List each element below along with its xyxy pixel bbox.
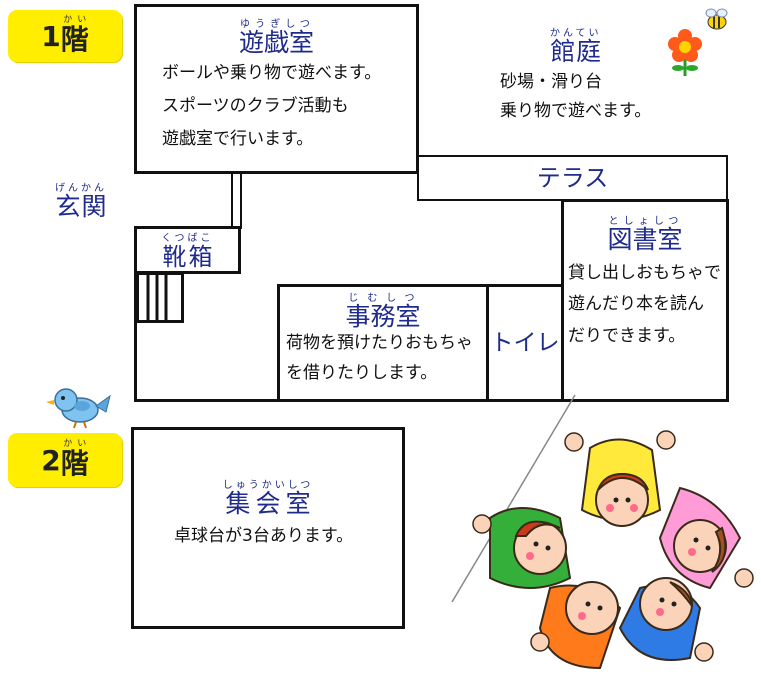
floor-2-ruby: かい: [60, 438, 89, 449]
passage-line-2: [240, 172, 242, 229]
desc-line: スポーツのクラブ活動も: [162, 96, 349, 117]
flower-bee-icon: [668, 8, 728, 76]
room-title: トイレ: [490, 329, 560, 356]
desc-line: 遊んだり本を読ん: [568, 294, 704, 315]
room-title: 遊戯室: [238, 28, 314, 57]
room-description: 荷物を預けたりおもちゃ を借りたりします。: [280, 329, 486, 389]
room-title: 靴箱: [161, 243, 214, 271]
area-title: 館庭: [550, 37, 602, 66]
desc-line: ボールや乗り物で遊べます。: [162, 63, 382, 83]
children-circle-illustration: [472, 430, 754, 670]
area-genkan: 玄関げんかん: [55, 183, 107, 219]
flower-icon: [668, 29, 702, 76]
room-title-ruby: しゅうかいしつ: [222, 480, 314, 491]
room-jimushitsu: 事務室じむしつ 荷物を預けたりおもちゃ を借りたりします。: [277, 284, 489, 402]
room-toshoshitsu: 図書室としょしつ 貸し出しおもちゃで 遊んだり本を読ん だりできます。: [561, 199, 729, 402]
diagonal-line: [451, 394, 576, 603]
floor-2-badge: 2 階かい: [8, 433, 122, 487]
room-toilet: トイレ: [486, 284, 564, 402]
desc-line: 砂場・滑り台: [500, 72, 602, 92]
room-shukaishitsu: 集会室しゅうかいしつ 卓球台が3台あります。: [131, 427, 405, 629]
floor-1-badge: 1 階かい: [8, 10, 122, 62]
stairs-icon: [136, 272, 184, 323]
room-title-ruby: としょしつ: [607, 216, 683, 227]
room-title-ruby: くつばこ: [161, 233, 214, 244]
passage-line-1: [231, 172, 233, 229]
bluebird-icon: [46, 388, 111, 429]
desc-line: を借りたりします。: [286, 362, 438, 383]
area-title-ruby: げんかん: [55, 183, 107, 194]
room-terrace: テラス: [417, 155, 728, 201]
area-description: 砂場・滑り台 乗り物で遊べます。: [480, 68, 710, 126]
area-title-ruby: かんてい: [550, 28, 602, 39]
area-title: 玄関: [55, 192, 107, 221]
desc-line: だりできます。: [568, 325, 686, 346]
floor-1-number: 1: [41, 19, 61, 53]
desc-line: 卓球台が3台あります。: [174, 526, 354, 546]
desc-line: 乗り物で遊べます。: [500, 100, 652, 121]
room-title: テラス: [536, 164, 609, 192]
room-yugishitsu: 遊戯室ゆうぎしつ ボールや乗り物で遊べます。 スポーツのクラブ活動も 遊戯室で行…: [134, 4, 419, 174]
room-description: 卓球台が3台あります。: [134, 520, 402, 553]
room-description: ボールや乗り物で遊べます。 スポーツのクラブ活動も 遊戯室で行います。: [137, 57, 416, 156]
wall-left: [134, 228, 137, 402]
desc-line: 荷物を預けたりおもちゃ: [286, 333, 473, 353]
room-title: 図書室: [607, 225, 683, 254]
desc-line: 貸し出しおもちゃで: [568, 263, 721, 283]
room-title-ruby: ゆうぎしつ: [238, 19, 314, 30]
room-kutsubako: 靴箱くつばこ: [134, 226, 241, 274]
area-kantei: 館庭かんてい 砂場・滑り台 乗り物で遊べます。: [480, 28, 710, 148]
room-title: 事務室: [345, 302, 421, 331]
floor-2-kanji: 階: [60, 446, 89, 480]
floor-1-ruby: かい: [60, 14, 89, 25]
floor-2-number: 2: [41, 443, 61, 477]
bee-icon: [705, 8, 728, 30]
room-title-ruby: じむしつ: [345, 293, 421, 304]
room-title: 集会室: [222, 489, 314, 518]
room-description: 貸し出しおもちゃで 遊んだり本を読ん だりできます。: [564, 258, 726, 352]
floor-1-kanji: 階: [60, 22, 89, 56]
desc-line: 遊戯室で行います。: [162, 129, 314, 150]
